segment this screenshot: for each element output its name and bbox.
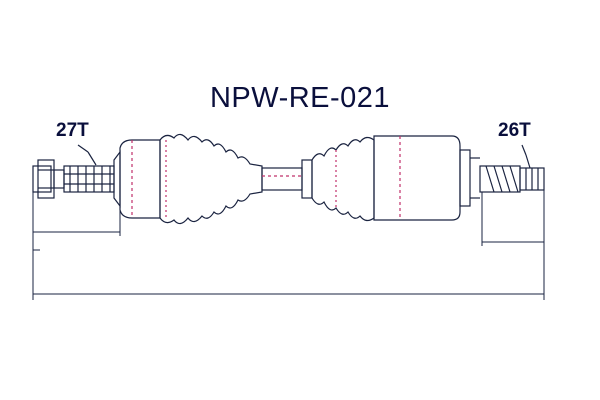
part-number-title: NPW-RE-021 <box>209 82 391 114</box>
right-stub-spline <box>479 165 545 193</box>
left-label-leader <box>77 144 97 166</box>
right-cv-joint-housing <box>373 135 480 221</box>
left-spline-count-label: 27T <box>56 120 89 141</box>
right-label-leader <box>521 144 531 169</box>
left-cv-boot <box>159 133 263 225</box>
left-spline <box>63 165 115 193</box>
right-cv-boot <box>311 136 375 222</box>
left-stub-nut <box>32 159 65 199</box>
dimension-lines <box>32 190 545 300</box>
center-shaft <box>261 159 313 199</box>
right-spline-count-label: 26T <box>498 120 531 141</box>
left-cv-joint-housing <box>113 139 161 219</box>
